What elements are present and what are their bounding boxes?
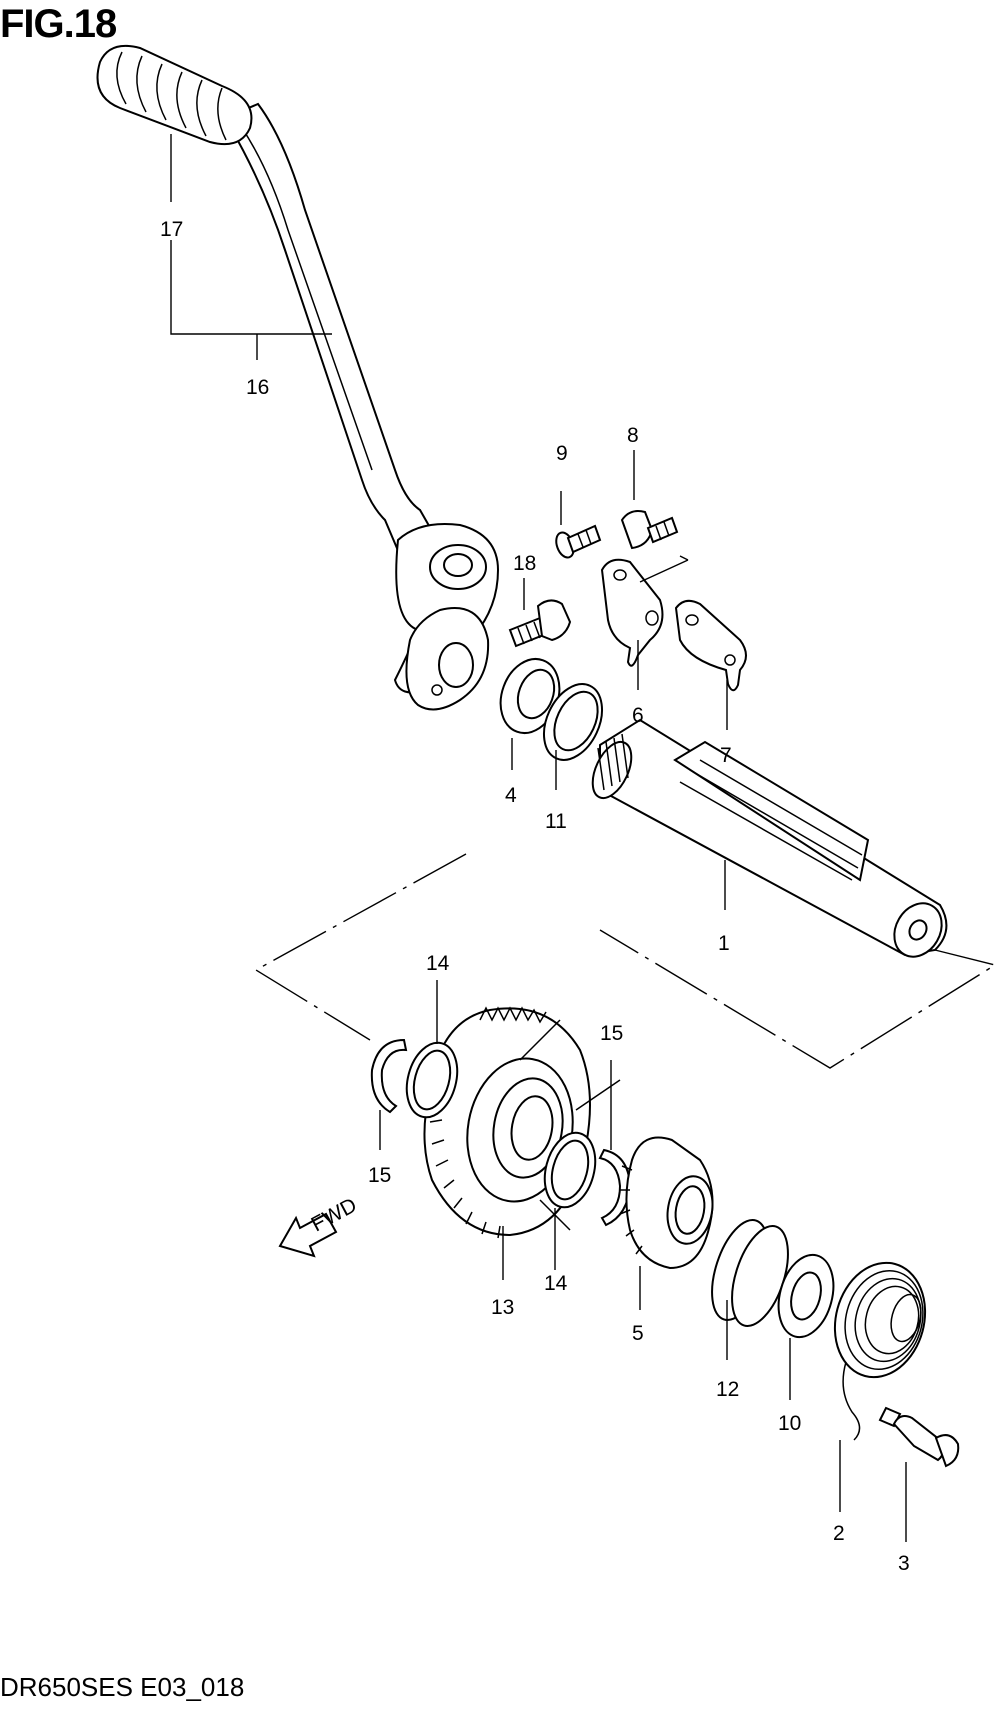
bolt-8-part bbox=[620, 510, 679, 550]
fwd-direction-marker: FWD bbox=[278, 1194, 361, 1258]
callout-17: 17 bbox=[160, 218, 183, 241]
plate-7-part bbox=[674, 599, 747, 692]
diagram-code: DR650SES E03_018 bbox=[0, 1672, 245, 1702]
callout-3: 3 bbox=[898, 1552, 910, 1575]
callout-12: 12 bbox=[716, 1378, 739, 1401]
callout-7: 7 bbox=[720, 744, 732, 767]
kick-lever-part bbox=[223, 102, 500, 711]
washer-10-part bbox=[777, 1253, 835, 1339]
callout-1: 1 bbox=[718, 932, 730, 955]
kick-grip-part bbox=[96, 44, 253, 146]
callout-14-top: 14 bbox=[426, 952, 450, 975]
callout-16: 16 bbox=[246, 376, 269, 399]
bolt-8-dash-line bbox=[639, 555, 689, 583]
callout-13: 13 bbox=[491, 1296, 514, 1319]
callout-5: 5 bbox=[632, 1322, 644, 1345]
bolt-3-part bbox=[878, 1406, 960, 1468]
oil-seal-part bbox=[499, 658, 561, 734]
callout-4: 4 bbox=[505, 784, 517, 807]
kick-return-spring-part bbox=[833, 1261, 927, 1441]
washer-11-part bbox=[542, 683, 604, 761]
kick-ratchet-part bbox=[619, 1136, 714, 1270]
callout-labels: 17 16 9 8 18 6 7 4 11 1 14 15 15 13 14 5… bbox=[160, 218, 910, 1575]
spring-12-part bbox=[711, 1218, 789, 1328]
callout-11: 11 bbox=[545, 810, 567, 833]
circlip-15b-part bbox=[598, 1148, 632, 1227]
callout-2: 2 bbox=[833, 1522, 845, 1545]
callout-8: 8 bbox=[627, 424, 639, 447]
callout-14-bottom: 14 bbox=[544, 1272, 568, 1295]
leader-lines bbox=[170, 134, 907, 1542]
kick-starter-shaft-part bbox=[591, 718, 948, 958]
callout-15-right: 15 bbox=[600, 1022, 623, 1045]
kick-gear-part bbox=[423, 1006, 621, 1239]
callout-9: 9 bbox=[556, 442, 568, 465]
washer-14a-part bbox=[405, 1041, 459, 1119]
figure-title: FIG.18 bbox=[0, 2, 117, 46]
assembly-outline bbox=[254, 853, 997, 1069]
callout-10: 10 bbox=[778, 1412, 801, 1435]
circlip-15a-part bbox=[370, 1038, 408, 1114]
bolt-9-part bbox=[555, 524, 602, 559]
washer-14b-part bbox=[543, 1131, 597, 1209]
callout-6: 6 bbox=[632, 704, 644, 727]
bolt-18-part bbox=[508, 599, 572, 648]
arrow-left-icon bbox=[278, 1212, 338, 1258]
callout-15-left: 15 bbox=[368, 1164, 391, 1187]
callout-18: 18 bbox=[513, 552, 536, 575]
